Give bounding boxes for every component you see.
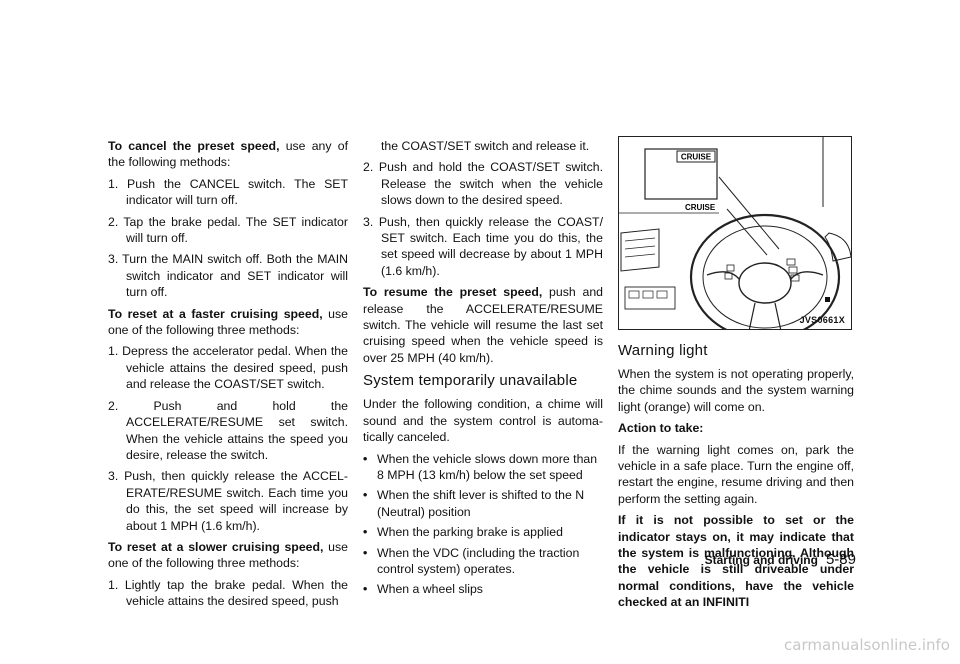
bullet-icon: • [363, 525, 368, 540]
cancel-paragraph: To cancel the preset speed, use any of t… [108, 139, 348, 170]
bullet-icon: • [363, 545, 368, 560]
callout-line [726, 208, 768, 256]
vent-slat [624, 245, 656, 250]
bullet-item: •When the VDC (including the traction co… [363, 545, 580, 576]
bullet-item: •When the vehicle slows down more than 8… [363, 451, 598, 482]
section-heading: Warning light [618, 342, 708, 359]
malfunction-paragraph: If it is not possible to set or the indi… [618, 513, 854, 610]
list-item: 1. Depress the accelerator pedal. When t… [108, 344, 348, 392]
steering-wheel-illustration: CRUISE CRUISE JV [618, 136, 852, 330]
callout-line [718, 176, 780, 250]
watermark: carmanualsonline.info [784, 636, 950, 654]
audio-switch [724, 272, 733, 280]
bullet-icon: • [363, 451, 368, 466]
list-item: 2. Push and hold the COAST/SET switch. R… [363, 160, 603, 208]
switch-panel [624, 286, 676, 310]
list-item: 3. Push, then quickly release the ACCEL-… [108, 469, 348, 533]
bullet-item: •When the parking brake is applied [363, 525, 563, 540]
resume-paragraph: To resume the preset speed, push and rel… [363, 285, 603, 365]
bullet-item: •When a wheel slips [363, 582, 483, 597]
vent-slat [624, 253, 656, 258]
unavailable-paragraph: Under the following condition, a chime w… [363, 397, 603, 445]
bullet-item: •When the shift lever is shifted to the … [363, 488, 585, 519]
page-number: 5-89 [825, 551, 856, 568]
list-item: 1. Lightly tap the brake pedal. When the… [108, 577, 348, 609]
cruise-switch [790, 274, 800, 282]
list-item: 3. Push, then quickly release the COAST/… [363, 214, 603, 278]
warning-paragraph: When the system is not operating properl… [618, 367, 854, 414]
left-spoke [706, 271, 740, 280]
figure-code: JVS0661X [799, 315, 845, 325]
cruise-indicator-box [676, 150, 716, 163]
cruise-switch [786, 258, 796, 266]
panel-button [656, 290, 668, 299]
bottom-spoke [748, 302, 782, 329]
text-column-2: the COAST/SET switch and release it. 2. … [363, 138, 603, 602]
marker-square [825, 297, 830, 302]
bullet-icon: • [363, 582, 368, 597]
slower-paragraph: To reset at a slower cruising speed, use… [108, 539, 348, 571]
air-vent [824, 232, 851, 262]
steering-rim-inner [702, 225, 828, 329]
bullet-icon: • [363, 488, 368, 503]
panel-button [628, 290, 640, 299]
steering-rim [689, 213, 841, 329]
callout-label: CRUISE [685, 203, 716, 212]
right-spoke [790, 271, 824, 280]
list-item: 3. Turn the MAIN switch off. Both the MA… [108, 252, 348, 300]
section-name: Starting and driving [704, 553, 818, 567]
list-item: 2. Push and hold the ACCELERATE/RESUME s… [108, 398, 348, 462]
list-item-continuation: the COAST/SET switch and release it. [381, 139, 590, 153]
action-paragraph: If the warning light comes on, park the … [618, 442, 854, 506]
list-item: 2. Tap the brake pedal. The SET indicato… [108, 214, 348, 246]
display-label: CRUISE [681, 153, 712, 162]
text-column-1: To cancel the preset speed, use any of t… [108, 138, 348, 615]
text-column-3: Warning light When the system is not ope… [618, 342, 854, 616]
action-label: Action to take: [618, 421, 704, 436]
cruise-switch [788, 266, 798, 274]
steering-hub [738, 262, 792, 304]
air-vent [620, 228, 660, 272]
panel-button [642, 290, 654, 299]
steering-wheel-drawing: CRUISE CRUISE [619, 137, 851, 329]
display-panel [644, 148, 718, 200]
faster-paragraph: To reset at a faster cruising speed, use… [108, 306, 348, 338]
section-heading: System temporarily unavailable [363, 372, 578, 390]
list-item: 1. Push the CANCEL switch. The SET indic… [108, 176, 348, 208]
page-footer: Starting and driving 5-89 [705, 551, 856, 568]
audio-switch [726, 264, 735, 272]
vent-slat [624, 237, 656, 242]
